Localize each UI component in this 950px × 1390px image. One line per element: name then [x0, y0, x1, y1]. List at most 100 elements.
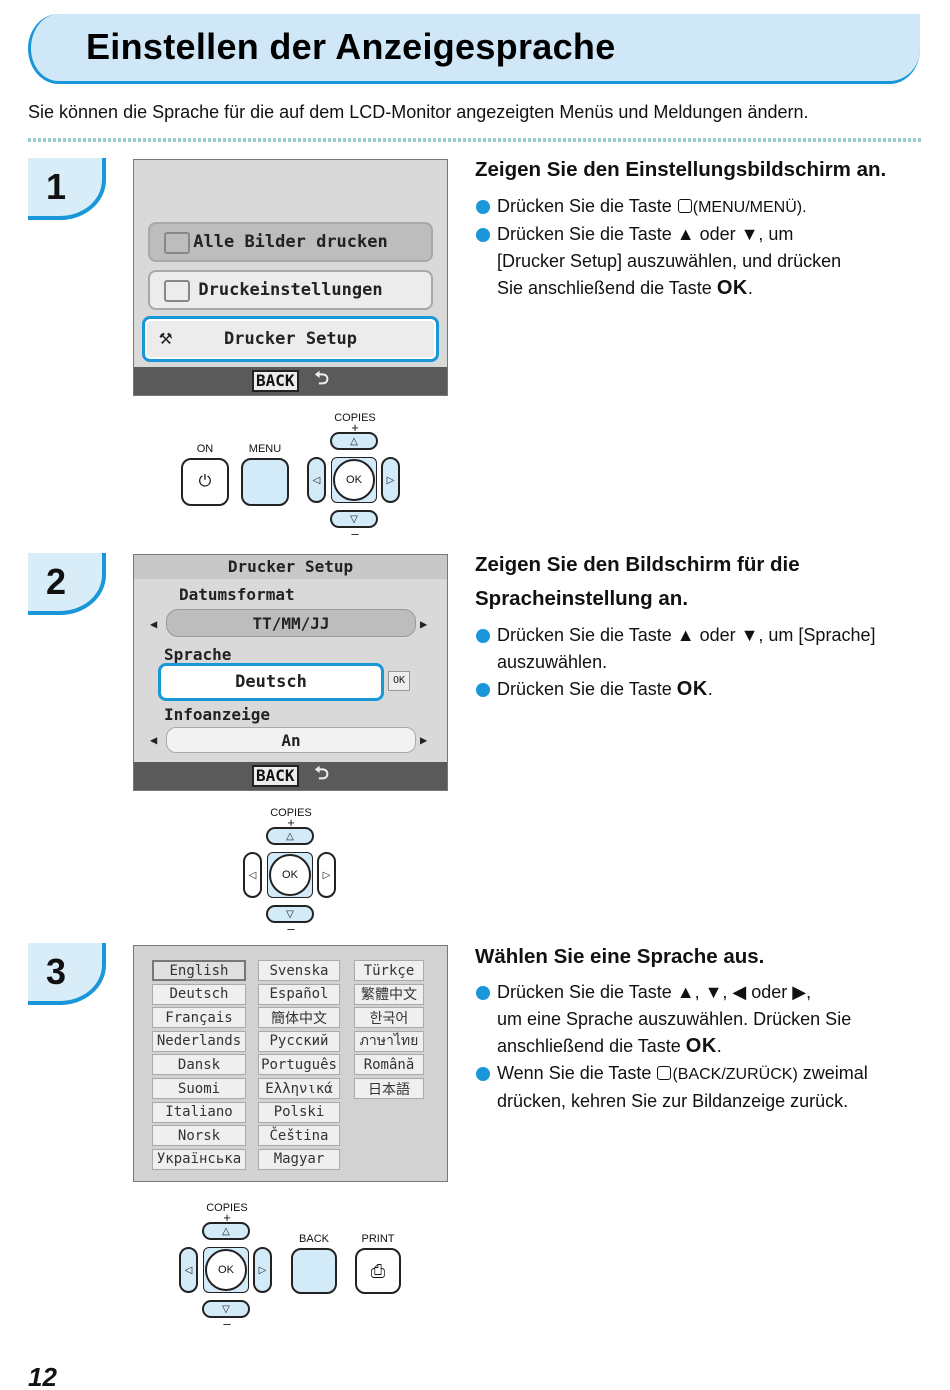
language-label: Sprache	[164, 645, 232, 664]
page-number: 12	[28, 1362, 57, 1390]
step-2-bullet-1: Drücken Sie die Taste ▲ oder ▼, um [Spra…	[475, 622, 925, 676]
step-number-1: 1	[28, 158, 106, 220]
left-key-3: ◁	[179, 1247, 198, 1293]
on-key: ⏻	[181, 458, 229, 506]
language-option: ภาษาไทย	[354, 1030, 424, 1052]
language-option: 한국어	[354, 1007, 424, 1029]
menu-key	[241, 458, 289, 506]
step-2-heading: Zeigen Sie den Bildschirm für die Sprach…	[475, 553, 800, 610]
page-title: Einstellen der Anzeigesprache	[86, 26, 616, 67]
language-option: Magyar	[258, 1148, 340, 1170]
lcd-screen-menu: Alle Bilder drucken Druckeinstellungen ⚒…	[133, 159, 448, 396]
lcd-bottom-bar: BACK ⮌	[134, 367, 447, 395]
info-display-value: An	[166, 727, 416, 753]
date-format-label: Datumsformat	[179, 585, 295, 604]
copies-label: COPIES	[334, 412, 376, 424]
language-option: Dansk	[152, 1054, 246, 1076]
divider	[28, 138, 922, 142]
left-key: ◁	[307, 457, 326, 503]
plus-label: +	[351, 420, 359, 435]
ok-key-2: OK	[269, 854, 311, 896]
return-icon: ⮌	[314, 368, 329, 388]
language-option: Español	[258, 983, 340, 1005]
images-icon	[164, 232, 190, 254]
print-key: ⎙	[355, 1248, 401, 1294]
ok-key-3: OK	[205, 1249, 247, 1291]
dpad-3: COPIES + △ ◁ OK ▷ ▽ –	[177, 1202, 277, 1331]
back-label-2: BACK	[252, 765, 299, 787]
menu-key-label: MENU	[248, 443, 282, 455]
step-1-heading: Zeigen Sie den Einstellungsbildschirm an…	[475, 158, 887, 181]
setup-title: Drucker Setup	[134, 555, 447, 579]
title-banner	[28, 14, 920, 84]
language-option: Polski	[258, 1101, 340, 1123]
step-3-bullet-2: Wenn Sie die Taste (BACK/ZURÜCK) zweimal…	[475, 1060, 935, 1115]
right-key-3: ▷	[253, 1247, 272, 1293]
arrow-left-icon: ◀	[150, 617, 158, 631]
step-1-bullet-1: Drücken Sie die Taste (MENU/MENÜ).	[475, 193, 925, 221]
language-option: Français	[152, 1007, 246, 1029]
step-1-bullets: Drücken Sie die Taste (MENU/MENÜ). Drück…	[475, 193, 925, 302]
right-key: ▷	[381, 457, 400, 503]
up-key: △	[330, 432, 378, 450]
language-option: Română	[354, 1054, 424, 1076]
plus-label-2: +	[287, 815, 295, 830]
menu-key-icon	[677, 199, 692, 213]
plus-label-3: +	[223, 1210, 231, 1225]
print-icon: ⎙	[370, 1260, 386, 1281]
minus-label: –	[351, 526, 359, 541]
date-format-value: TT/MM/JJ	[166, 609, 416, 637]
step-2-bullets: Drücken Sie die Taste ▲ oder ▼, um [Spra…	[475, 622, 925, 703]
intro-text: Sie können die Sprache für die auf dem L…	[28, 102, 809, 122]
step-1-bullet-2: Drücken Sie die Taste ▲ oder ▼, um [Druc…	[475, 221, 925, 302]
step-3-heading: Wählen Sie eine Sprache aus.	[475, 945, 765, 968]
copies-label-2: COPIES	[270, 807, 312, 819]
language-option: Ελληνικά	[258, 1078, 340, 1099]
menu-item-printer-setup: ⚒ Drucker Setup	[142, 316, 439, 362]
language-option: Svenska	[258, 960, 340, 981]
arrow-left-icon-2: ◀	[150, 733, 158, 747]
down-key: ▽	[330, 510, 378, 528]
step-3-bullets: Drücken Sie die Taste ▲, ▼, ◀ oder ▶, um…	[475, 979, 935, 1115]
language-option: Українська	[152, 1148, 246, 1170]
dpad-1: COPIES + △ ◁ OK ▷ ▽ –	[305, 412, 405, 541]
language-option: 繁體中文	[354, 983, 424, 1005]
language-option: Čeština	[258, 1125, 340, 1147]
lcd-bottom-bar-2: BACK ⮌	[134, 762, 447, 790]
arrow-right-icon: ▶	[420, 617, 428, 631]
language-option: Suomi	[152, 1078, 246, 1099]
language-option: 日本語	[354, 1078, 424, 1099]
language-option: English	[152, 960, 246, 981]
down-key-2: ▽	[266, 905, 314, 923]
ok-key: OK	[333, 459, 375, 501]
step-number-2: 2	[28, 553, 106, 615]
menu-item-print-settings: Druckeinstellungen	[148, 270, 433, 310]
tools-icon: ⚒	[159, 325, 173, 350]
down-key-3: ▽	[202, 1300, 250, 1318]
copies-label-3: COPIES	[206, 1202, 248, 1214]
back-key-icon	[657, 1066, 672, 1080]
language-option: Türkçe	[354, 960, 424, 981]
up-key-2: △	[266, 827, 314, 845]
dpad-2: COPIES + △ ◁ OK ▷ ▽ –	[241, 807, 341, 936]
step-2-bullet-2: Drücken Sie die Taste OK.	[475, 676, 925, 703]
language-value: Deutsch	[158, 663, 384, 701]
language-option: Português	[258, 1054, 340, 1076]
list-icon	[164, 280, 190, 302]
up-key-3: △	[202, 1222, 250, 1240]
back-key-label: BACK	[299, 1233, 329, 1245]
on-key-label: ON	[196, 443, 214, 455]
language-option: Norsk	[152, 1125, 246, 1147]
back-label: BACK	[252, 370, 299, 392]
language-option: Русский	[258, 1030, 340, 1052]
return-icon-2: ⮌	[314, 763, 329, 783]
power-icon: ⏻	[198, 473, 212, 490]
minus-label-2: –	[287, 921, 295, 936]
language-option: 簡体中文	[258, 1007, 340, 1029]
lcd-screen-setup: Drucker Setup Datumsformat ◀ TT/MM/JJ ▶ …	[133, 554, 448, 791]
language-option: Italiano	[152, 1101, 246, 1123]
step-number-3: 3	[28, 943, 106, 1005]
minus-label-3: –	[223, 1316, 231, 1331]
language-ok-indicator: OK	[388, 671, 410, 691]
menu-item-print-all: Alle Bilder drucken	[148, 222, 433, 262]
